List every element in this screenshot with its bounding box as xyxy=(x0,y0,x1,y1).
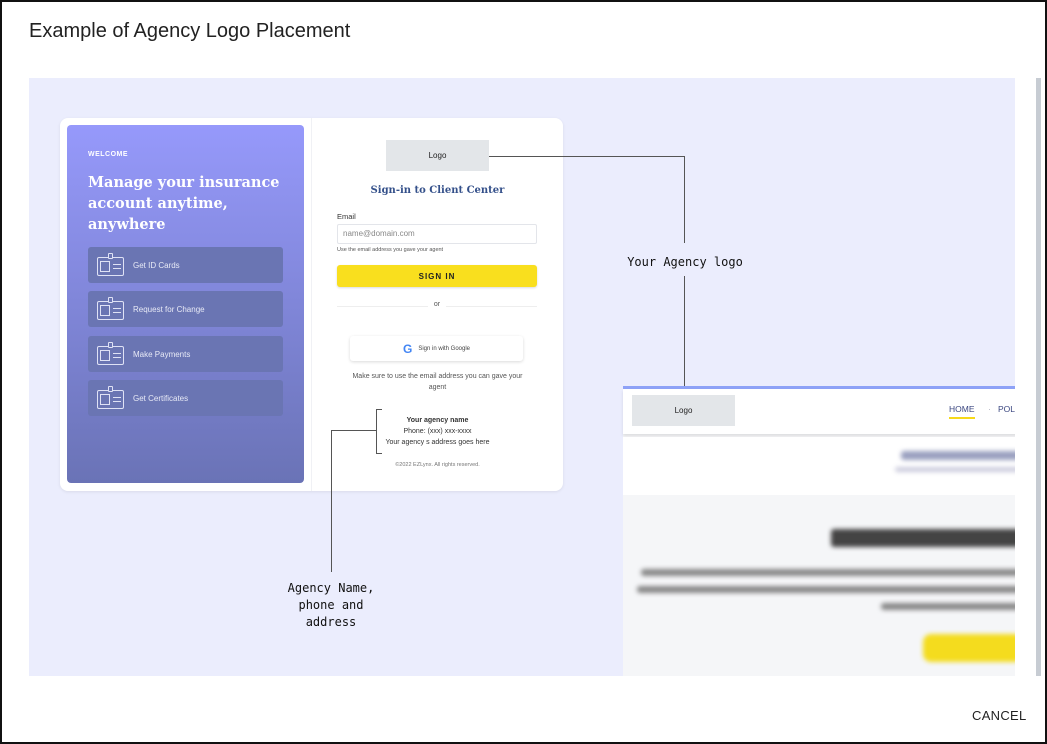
blurred-button xyxy=(923,634,1015,662)
or-label: or xyxy=(427,301,447,308)
blurred-text xyxy=(895,467,1015,472)
feature-label: Get Certificates xyxy=(133,393,189,403)
google-icon: G xyxy=(402,341,413,356)
logo-connector xyxy=(684,156,685,243)
copyright: ©2022 EZLynx. All rights reserved. xyxy=(395,462,480,468)
agency-phone: Phone: (xxx) xxx-xxxx xyxy=(403,428,472,435)
feature-request-change: Request for Change xyxy=(88,291,283,327)
agency-bracket xyxy=(376,409,377,454)
feature-label: Make Payments xyxy=(133,349,191,359)
agency-bracket xyxy=(376,409,382,410)
preview-header: Logo HOME · POL xyxy=(623,389,1015,434)
logo-connector xyxy=(684,276,685,386)
login-card: WELCOME Manage your insurance account an… xyxy=(60,118,563,491)
logo-placeholder: Logo xyxy=(386,140,489,171)
agency-info: Your agency name Phone: (xxx) xxx-xxxx Y… xyxy=(312,415,563,448)
cancel-button[interactable]: CANCEL xyxy=(972,708,1027,723)
google-sign-in-button: G Sign in with Google xyxy=(350,336,523,361)
nav-policies: POL xyxy=(998,404,1015,414)
callout-agency-info: Agency Name, phone and address xyxy=(260,580,402,631)
blurred-text xyxy=(637,586,1015,593)
agency-bracket xyxy=(376,453,382,454)
agency-address: Your agency s address goes here xyxy=(385,439,490,446)
nav-home: HOME xyxy=(949,404,975,419)
welcome-panel: WELCOME Manage your insurance account an… xyxy=(67,125,304,483)
email-note: Make sure to use the email address you c… xyxy=(352,373,523,391)
blurred-heading xyxy=(831,529,1015,547)
dialog-title: Example of Agency Logo Placement xyxy=(29,20,351,42)
feature-make-payments: Make Payments xyxy=(88,336,283,372)
feature-label: Get ID Cards xyxy=(133,260,180,270)
or-divider: or xyxy=(337,301,537,311)
email-hint: Use the email address you gave your agen… xyxy=(337,247,444,253)
id-card-icon xyxy=(97,297,124,321)
preview-greeting-area xyxy=(623,437,1015,495)
headline: Manage your insurance account anytime, a… xyxy=(88,174,280,233)
feature-label: Request for Change xyxy=(133,304,205,314)
id-card-icon xyxy=(97,253,124,277)
sign-in-title: Sign-in to Client Center xyxy=(370,185,505,196)
id-card-icon xyxy=(97,386,124,410)
feature-get-certificates: Get Certificates xyxy=(88,380,283,416)
scrollbar[interactable] xyxy=(1036,78,1041,676)
id-card-icon xyxy=(97,342,124,366)
welcome-label: WELCOME xyxy=(88,151,129,158)
agency-connector xyxy=(331,430,332,572)
callout-agency-logo: Your Agency logo xyxy=(614,254,756,271)
agency-connector xyxy=(331,430,376,431)
blurred-text xyxy=(901,451,1015,460)
email-label: Email xyxy=(337,212,356,221)
agency-name: Your agency name xyxy=(406,417,469,424)
logo-connector xyxy=(489,156,685,157)
sign-in-button: SIGN IN xyxy=(337,265,537,287)
website-preview: Logo HOME · POL xyxy=(623,386,1015,676)
nav-separator: · xyxy=(988,404,991,414)
email-field: name@domain.com xyxy=(337,224,537,244)
example-image: WELCOME Manage your insurance account an… xyxy=(29,78,1015,676)
feature-get-id-cards: Get ID Cards xyxy=(88,247,283,283)
divider xyxy=(311,118,312,491)
preview-logo: Logo xyxy=(632,395,735,426)
blurred-text xyxy=(641,569,1015,576)
blurred-text xyxy=(881,603,1015,610)
google-button-label: Sign in with Google xyxy=(418,345,471,352)
